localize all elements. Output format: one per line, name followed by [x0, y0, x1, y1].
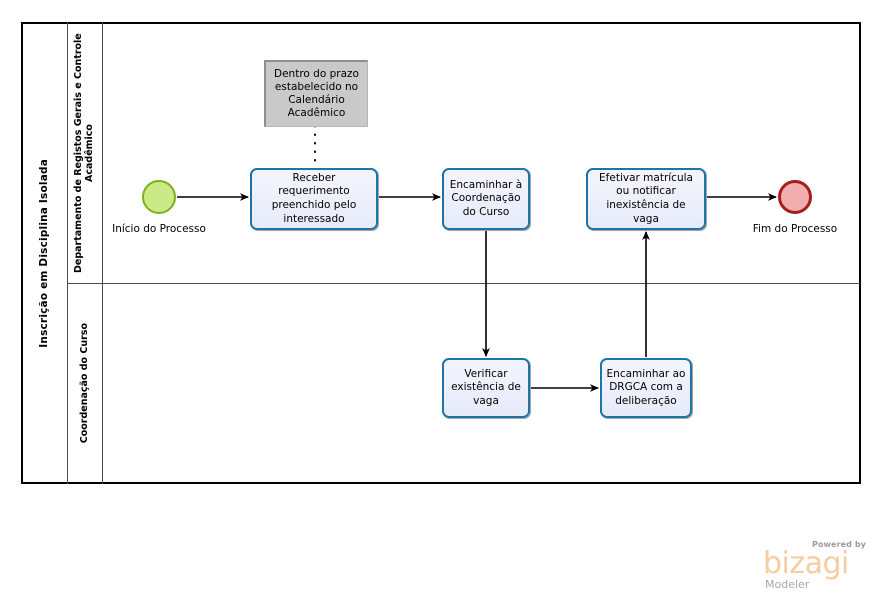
task-encaminhar-coordenacao[interactable]: Encaminhar à Coordenação do Curso — [442, 168, 530, 230]
start-event-label: Início do Processo — [112, 223, 206, 235]
text-annotation-prazo: Dentro do prazo estabelecido no Calendár… — [264, 60, 368, 127]
task-label: Verificar existência de vaga — [451, 367, 521, 407]
end-event[interactable] — [778, 180, 812, 214]
task-encaminhar-drgca[interactable]: Encaminhar ao DRGCA com a deliberação — [600, 358, 692, 418]
task-verificar-existencia-vaga[interactable]: Verificar existência de vaga — [442, 358, 530, 418]
start-event[interactable] — [142, 180, 176, 214]
task-label: Receber requerimento preenchido pelo int… — [271, 171, 357, 225]
task-label: Encaminhar à Coordenação do Curso — [449, 178, 523, 218]
task-receber-requerimento[interactable]: Receber requerimento preenchido pelo int… — [250, 168, 378, 230]
annotation-label: Dentro do prazo estabelecido no Calendár… — [274, 67, 359, 120]
bizagi-logo: Powered by bizagi Modeler — [763, 540, 868, 592]
task-label: Encaminhar ao DRGCA com a deliberação — [606, 367, 686, 407]
powered-by-label: Powered by — [812, 540, 866, 549]
bizagi-wordmark: bizagi — [763, 546, 849, 581]
lane-divider — [68, 283, 860, 284]
lane-header-drgca: Departamento de Registos Gerais e Contro… — [68, 22, 103, 283]
task-label: Efetivar matrícula ou notificar inexistê… — [599, 171, 693, 225]
process-pool — [21, 22, 861, 484]
task-efetivar-matricula[interactable]: Efetivar matrícula ou notificar inexistê… — [586, 168, 706, 230]
end-event-label: Fim do Processo — [752, 223, 838, 235]
lane-header-coordenacao: Coordenação do Curso — [68, 283, 103, 484]
modeler-label: Modeler — [765, 578, 810, 591]
pool-title: Inscrição em Disciplina Isolada — [21, 22, 68, 484]
